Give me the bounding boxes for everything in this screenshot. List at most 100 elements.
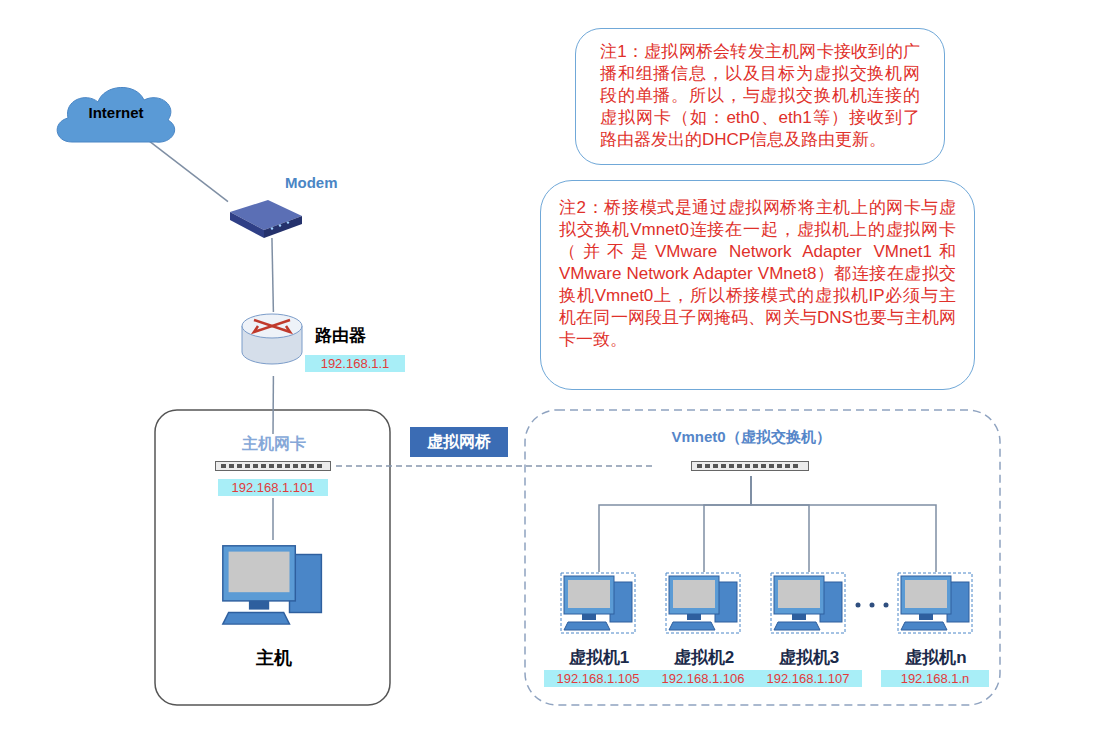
node-label: 虚拟网桥 [410, 432, 508, 451]
virtual-network-boundary [525, 410, 1000, 705]
monitor-stand [687, 614, 701, 620]
virtual-machine: 虚拟机1192.168.1.105 [540, 572, 658, 690]
computer-tower [290, 555, 322, 613]
monitor [669, 576, 719, 614]
host-computer: 主机 [215, 540, 332, 675]
ip-address: 192.168.1.1 [305, 355, 405, 372]
ellipsis-dot [884, 603, 889, 608]
keyboard [223, 613, 290, 625]
network-link [272, 238, 273, 312]
port [261, 464, 266, 468]
virtual-machine: 虚拟机3 192.168.1.107 [750, 572, 868, 690]
monitor-screen [568, 580, 610, 608]
node-label: Modem [285, 174, 338, 192]
computer-tower [820, 582, 842, 622]
virtual-machine: 虚拟机n 192.168.1.n [877, 572, 995, 690]
port [293, 464, 298, 468]
port [317, 464, 322, 468]
ip-address: 192.168.1.n [881, 670, 989, 687]
ellipsis-dot [870, 603, 875, 608]
monitor-screen [229, 552, 290, 593]
device-bar [216, 462, 331, 471]
network-link [145, 138, 228, 202]
node-label: 虚拟机3 [750, 648, 868, 668]
note-box: 注2：桥接模式是通过虚拟网桥将主机上的网卡与虚拟交换机Vmnet0连接在一起，虚… [540, 180, 975, 390]
virtual-outline [898, 573, 972, 633]
monitor [901, 576, 951, 614]
modem-light [279, 224, 281, 226]
router-body [242, 326, 302, 364]
monitor-screen [778, 580, 820, 608]
modem-top [230, 200, 302, 230]
port [237, 464, 242, 468]
node-label: 虚拟机2 [645, 648, 763, 668]
port [277, 464, 282, 468]
virtual-switch: Vmnet0（虚拟交换机） [655, 428, 847, 476]
port [229, 464, 234, 468]
modem-icon [228, 190, 304, 240]
note-text: 注1：虚拟网桥会转发主机网卡接收到的广播和组播信息，以及目标为虚拟交换机网段的单… [600, 41, 920, 151]
keyboard [669, 622, 715, 630]
port [753, 464, 758, 468]
port [269, 464, 274, 468]
monitor-stand [582, 614, 596, 620]
port [221, 464, 226, 468]
port [245, 464, 250, 468]
keyboard [774, 622, 820, 630]
port [737, 464, 742, 468]
ip-address: 192.168.1.105 [544, 670, 652, 687]
port [705, 464, 710, 468]
ip-address: 192.168.1.106 [649, 670, 757, 687]
network-link [751, 476, 809, 572]
node-label: Internet [50, 104, 182, 122]
note-box: 注1：虚拟网桥会转发主机网卡接收到的广播和组播信息，以及目标为虚拟交换机网段的单… [575, 28, 945, 165]
vm-icon [560, 572, 636, 634]
port [721, 464, 726, 468]
virtual-machine: 虚拟机2 192.168.1.106 [645, 572, 763, 690]
port [785, 464, 790, 468]
bridge-link [336, 465, 655, 467]
port [697, 464, 702, 468]
node-label: 主机 [215, 648, 332, 670]
virtual-outline [561, 573, 635, 633]
node-label: 虚拟机n [877, 648, 995, 668]
computer-tower [947, 582, 969, 622]
monitor-stand [919, 614, 933, 620]
port [285, 464, 290, 468]
router-top [242, 314, 302, 338]
pc-icon [217, 540, 327, 630]
modem-front [230, 212, 264, 238]
vm-icon [665, 572, 741, 634]
modem-light [271, 227, 273, 229]
monitor-stand [249, 601, 269, 610]
ellipsis-dot [856, 603, 861, 608]
nic-icon [215, 461, 331, 471]
cloud-node: Internet [50, 80, 182, 148]
network-link [751, 476, 936, 572]
router-device: 路由器192.168.1.1 [240, 312, 407, 376]
port [301, 464, 306, 468]
port [309, 464, 314, 468]
modem-side [264, 216, 302, 238]
ip-address: 192.168.1.101 [218, 479, 328, 496]
router-arrow [254, 320, 290, 332]
network-link [704, 476, 751, 572]
virtual-outline [666, 573, 740, 633]
switch-icon [691, 461, 809, 471]
bridge-label-box: 虚拟网桥 [410, 427, 508, 457]
vm-icon [897, 572, 973, 634]
monitor [564, 576, 614, 614]
modem-device: Modem [228, 172, 358, 238]
port [769, 464, 774, 468]
port [761, 464, 766, 468]
ip-address: 192.168.1.107 [754, 670, 862, 687]
host-boundary [155, 410, 390, 705]
vm-icon [770, 572, 846, 634]
monitor [774, 576, 824, 614]
device-bar [692, 462, 809, 471]
port [793, 464, 798, 468]
note-text: 注2：桥接模式是通过虚拟网桥将主机上的网卡与虚拟交换机Vmnet0连接在一起，虚… [559, 197, 956, 351]
network-link [599, 476, 751, 572]
port [745, 464, 750, 468]
